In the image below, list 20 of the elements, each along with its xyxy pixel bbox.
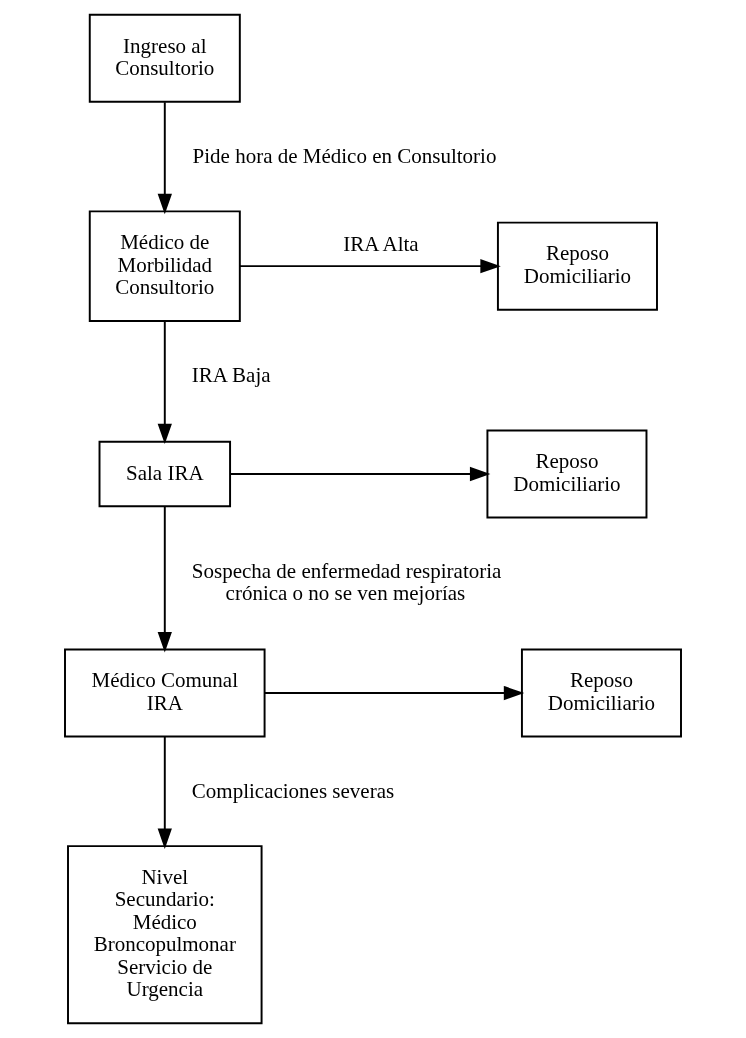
arrow [157,101,172,215]
arrow [264,685,525,701]
node-box: Reposo Domiciliario [496,221,658,311]
node-box: Ingreso al Consultorio [88,13,241,103]
node-box: Reposo Domiciliario [520,648,682,738]
edge-label: IRA Alta [343,231,419,256]
node-box: Reposo Domiciliario [486,429,648,519]
node-box: Médico Comunal IRA [64,648,266,738]
arrow [157,505,172,653]
edge-label: Complicaciones severas [191,778,395,803]
arrow [239,259,501,274]
arrow [157,735,172,849]
node-box: Nivel Secundario: Médico Broncopulmonar Servicio de Urgencia [67,845,263,1025]
arrow [157,319,172,445]
edge-label: Sospecha de enfermedad respiratoria crónica o no se ven mejorías [191,558,502,606]
node-box: Sala IRA [98,440,232,508]
edge-label: IRA Baja [191,363,271,387]
edge-label: Pide hora de Médico en Consultorio [192,143,497,168]
arrow [229,466,491,482]
node-box: Médico de Morbilidad Consultorio [88,210,241,322]
